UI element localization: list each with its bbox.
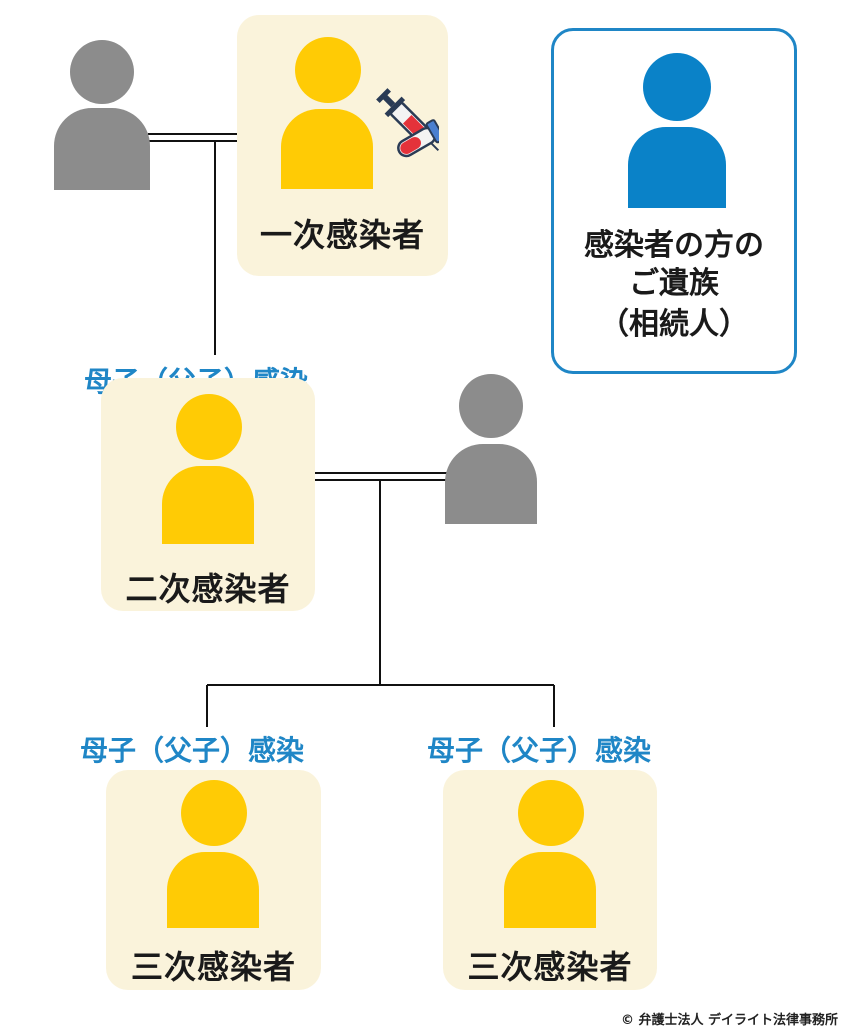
heir-legend-box: 感染者の方の ご遺族 （相続人） xyxy=(551,28,797,374)
legend-line-2: ご遺族 xyxy=(629,266,719,301)
tertiary-left-transmission-tag: 母子（父子）感染 xyxy=(80,734,305,767)
copyright-notice: © 弁護士法人 デイライト法律事務所 xyxy=(620,1013,838,1028)
secondary-infected-card: 二次感染者 xyxy=(101,378,315,611)
primary-infected-person-icon xyxy=(281,37,373,189)
heir-person-icon xyxy=(628,53,726,208)
tertiary-left-infected-card: 三次感染者 xyxy=(106,770,321,990)
tertiary-right-transmission-tag: 母子（父子）感染 xyxy=(427,734,652,767)
tertiary-right-infected-person-icon xyxy=(504,780,596,928)
tertiary-left-infected-label: 三次感染者 xyxy=(130,948,296,986)
syringe-and-blood-tube-icon xyxy=(376,88,439,158)
tertiary-left-infected-person-icon xyxy=(167,780,259,928)
tertiary-right-infected-card: 三次感染者 xyxy=(443,770,657,990)
secondary-infected-person-icon xyxy=(162,394,254,544)
secondary-infected-label: 二次感染者 xyxy=(125,570,291,608)
spouse-person-icon xyxy=(54,40,150,190)
spouse-person-icon-2 xyxy=(445,374,537,524)
tertiary-right-infected-label: 三次感染者 xyxy=(467,948,633,986)
primary-infected-label: 一次感染者 xyxy=(259,216,425,254)
legend-line-1: 感染者の方の xyxy=(584,228,764,263)
primary-infected-card: 一次感染者 xyxy=(237,15,448,276)
legend-line-3: （相続人） xyxy=(599,307,749,342)
